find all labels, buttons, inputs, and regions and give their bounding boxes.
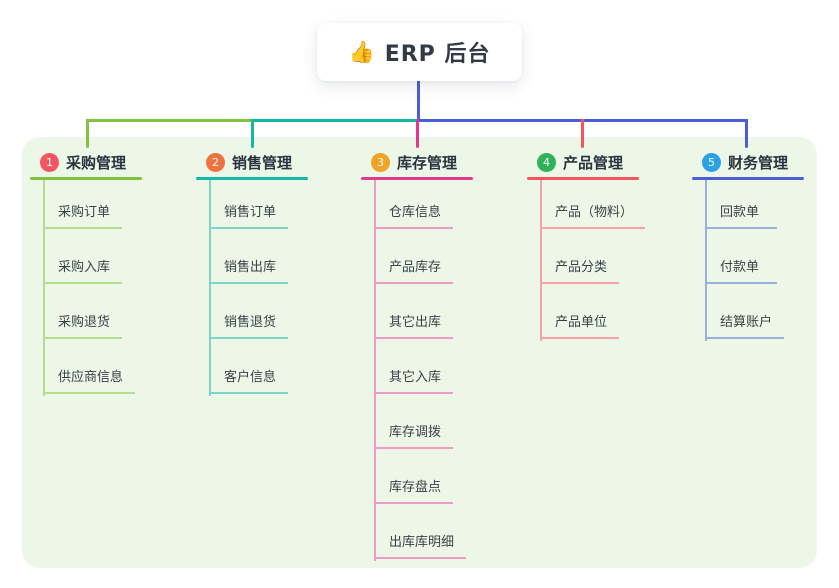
node-item[interactable]: 产品分类 [540, 244, 620, 284]
node-item[interactable]: 其它出库 [374, 299, 454, 339]
node-item[interactable]: 回款单 [705, 189, 777, 229]
node-item[interactable]: 其它入库 [374, 354, 454, 394]
branch-inventory-header[interactable]: 3 库存管理 [371, 149, 457, 175]
branch-connector-line [374, 180, 376, 561]
branch-sales-header[interactable]: 2 销售管理 [206, 149, 292, 175]
node-item[interactable]: 供应商信息 [43, 354, 136, 394]
branch-underline [692, 177, 804, 180]
node-item[interactable]: 仓库信息 [374, 189, 454, 229]
branch-finance-header[interactable]: 5 财务管理 [702, 149, 788, 175]
connector-drop-inventory [416, 119, 419, 148]
branch-connector-line [43, 180, 45, 396]
node-item[interactable]: 产品（物料） [540, 189, 646, 229]
connector-horizontal-teal [251, 119, 419, 122]
branches-panel [22, 137, 817, 568]
connector-horizontal-green [86, 119, 253, 122]
node-item[interactable]: 采购入库 [43, 244, 123, 284]
node-item[interactable]: 产品库存 [374, 244, 454, 284]
branch-purchase-header[interactable]: 1 采购管理 [40, 149, 126, 175]
node-item[interactable]: 采购退货 [43, 299, 123, 339]
branch-connector-line [209, 180, 211, 396]
connector-drop-sales [251, 119, 254, 148]
root-title: ERP 后台 [384, 42, 491, 67]
node-item[interactable]: 销售出库 [209, 244, 289, 284]
branch-underline [30, 177, 142, 180]
branch-title: 采购管理 [66, 153, 127, 172]
branch-number-badge: 2 [206, 152, 225, 172]
connector-drop-finance [745, 119, 748, 148]
node-item[interactable]: 销售订单 [209, 189, 289, 229]
node-item[interactable]: 出库库明细 [374, 519, 467, 559]
branch-title: 库存管理 [397, 153, 458, 172]
thumbs-up-icon: 👍 [348, 39, 375, 64]
branch-number-badge: 1 [40, 152, 59, 172]
branch-number-badge: 4 [537, 152, 556, 172]
node-item[interactable]: 客户信息 [209, 354, 289, 394]
node-item[interactable]: 产品单位 [540, 299, 620, 339]
connector-root-drop [417, 81, 420, 121]
branch-title: 销售管理 [232, 153, 293, 172]
node-item[interactable]: 库存盘点 [374, 464, 454, 504]
branch-connector-line [540, 180, 542, 341]
root-node[interactable]: 👍 ERP 后台 [317, 23, 522, 81]
node-item[interactable]: 销售退货 [209, 299, 289, 339]
branch-underline [527, 177, 639, 180]
node-item[interactable]: 结算账户 [705, 299, 785, 339]
branch-connector-line [705, 180, 707, 341]
branch-underline [196, 177, 308, 180]
branch-product-header[interactable]: 4 产品管理 [537, 149, 623, 175]
node-item[interactable]: 库存调拨 [374, 409, 454, 449]
connector-drop-product [581, 119, 584, 148]
branch-title: 财务管理 [728, 153, 789, 172]
branch-number-badge: 3 [371, 152, 390, 172]
node-item[interactable]: 付款单 [705, 244, 777, 284]
branch-title: 产品管理 [563, 153, 624, 172]
node-item[interactable]: 采购订单 [43, 189, 123, 229]
connector-drop-purchase [86, 119, 89, 148]
branch-underline [361, 177, 473, 180]
branch-number-badge: 5 [702, 152, 721, 172]
